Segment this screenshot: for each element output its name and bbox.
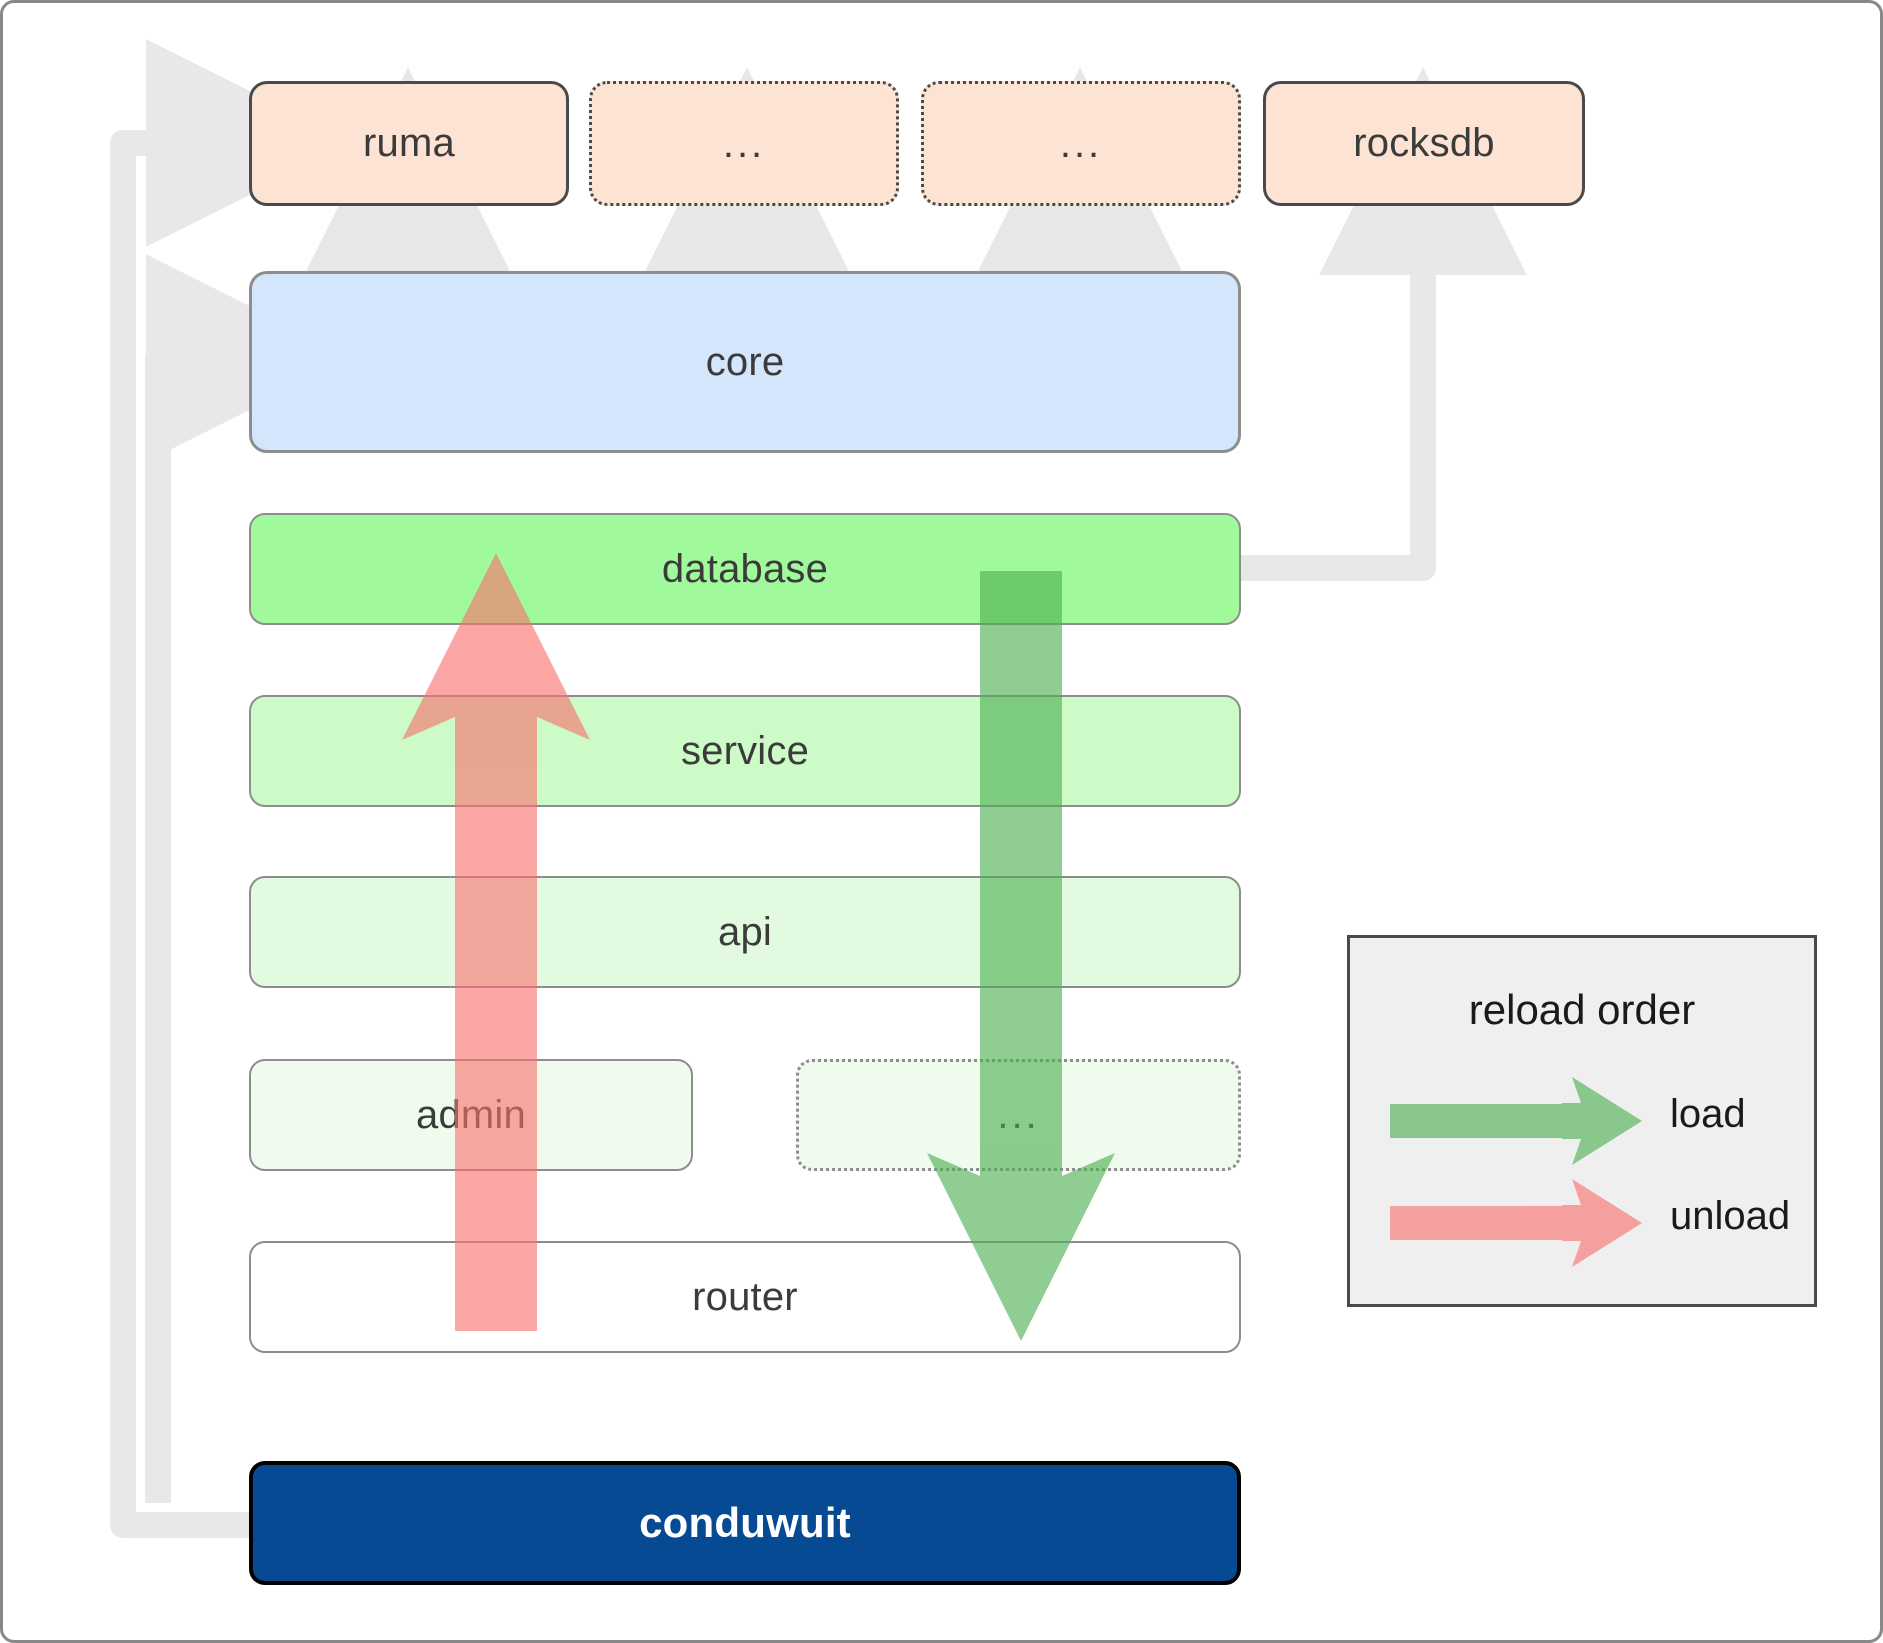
node-admin[interactable]: admin — [249, 1059, 693, 1171]
connector-layer — [110, 39, 1527, 1538]
node-extra-label: ... — [997, 1093, 1040, 1137]
node-conduwuit-label: conduwuit — [639, 1499, 851, 1546]
node-dep2-label: ... — [722, 121, 766, 166]
node-api[interactable]: api — [249, 876, 1241, 988]
load-arrow-icon — [1390, 1077, 1642, 1165]
node-conduwuit[interactable]: conduwuit — [249, 1461, 1241, 1585]
node-router-label: router — [692, 1274, 798, 1319]
legend-label-unload: unload — [1670, 1194, 1791, 1238]
legend-panel: reload order load unload — [1347, 935, 1817, 1307]
node-dep3-label: ... — [1059, 121, 1103, 166]
node-service[interactable]: service — [249, 695, 1241, 807]
node-api-label: api — [718, 909, 772, 954]
node-extra[interactable]: ... — [796, 1059, 1241, 1171]
unload-arrow-icon — [1390, 1179, 1642, 1267]
node-router[interactable]: router — [249, 1241, 1241, 1353]
node-rocksdb-label: rocksdb — [1353, 121, 1495, 165]
node-dep2[interactable]: ... — [589, 81, 899, 206]
legend-row-unload: unload — [1350, 1178, 1814, 1268]
connector-database-to-rocksdb — [1240, 67, 1527, 581]
node-rocksdb[interactable]: rocksdb — [1263, 81, 1585, 206]
node-service-label: service — [680, 728, 810, 773]
legend-title: reload order — [1468, 986, 1696, 1033]
node-ruma-label: ruma — [363, 121, 455, 165]
node-ruma[interactable]: ruma — [249, 81, 569, 206]
node-core[interactable]: core — [249, 271, 1241, 453]
connector-conduwuit-to-ruma — [110, 39, 354, 1538]
node-admin-label: admin — [416, 1092, 526, 1137]
node-dep3[interactable]: ... — [921, 81, 1241, 206]
legend-label-load: load — [1670, 1092, 1746, 1136]
connector-conduwuit-to-core — [145, 254, 354, 1503]
node-core-label: core — [705, 339, 785, 384]
legend-row-load: load — [1350, 1076, 1814, 1166]
node-database[interactable]: database — [249, 513, 1241, 625]
node-database-label: database — [661, 546, 829, 591]
